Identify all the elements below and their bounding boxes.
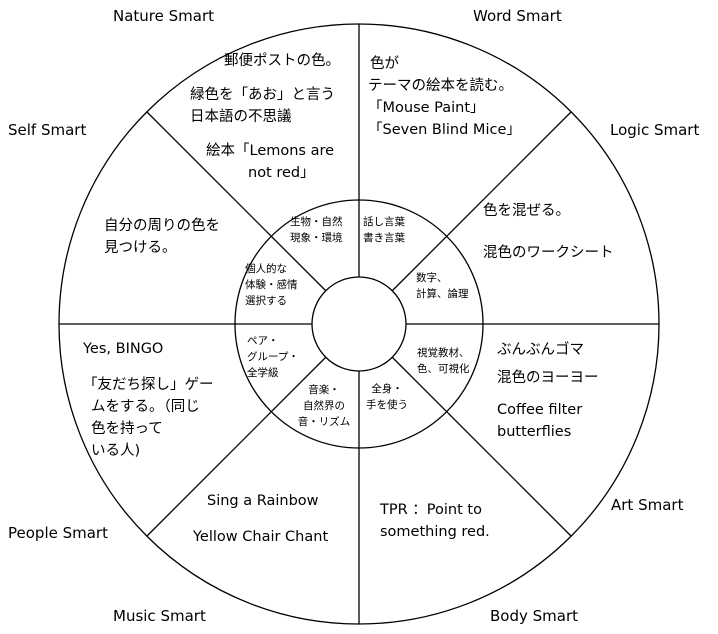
music-activity-line: Sing a Rainbow <box>207 493 319 509</box>
art-activities: ぶんぶんゴマ 混色のヨーヨー Coffee filter butterflies <box>497 339 599 443</box>
center-circle <box>311 276 407 372</box>
label-music-smart: Music Smart <box>113 607 206 625</box>
label-nature-smart: Nature Smart <box>113 7 215 25</box>
inner-people: ペア・ グループ・ 全学級 <box>247 333 299 381</box>
inner-people-line: 全学級 <box>247 367 279 379</box>
inner-nature-line: 生物・自然 <box>290 216 343 228</box>
people-activity-line: 「友だち探し」ゲー <box>83 377 214 393</box>
inner-music: 音楽・ 自然界の 音・リズム <box>297 382 351 430</box>
label-logic-smart: Logic Smart <box>610 121 700 139</box>
inner-self-line: 個人的な <box>245 263 287 275</box>
inner-nature: 生物・自然 現象・環境 <box>290 214 343 246</box>
inner-people-line: ペア・ <box>247 335 279 347</box>
inner-word: 話し言葉 書き言葉 <box>363 214 405 246</box>
inner-people-line: グループ・ <box>247 351 299 363</box>
art-activity-line: butterflies <box>497 424 572 440</box>
inner-body: 全身・ 手を使う <box>360 381 414 413</box>
body-activities: TPR ：Point to something red. <box>380 499 490 543</box>
label-art-smart: Art Smart <box>611 496 684 514</box>
inner-word-line: 話し言葉 <box>363 216 405 228</box>
body-activity-line: something red. <box>380 524 490 540</box>
divider-bottom-right <box>391 356 572 537</box>
inner-music-line: 音・リズム <box>297 416 351 428</box>
inner-logic: 数字、 計算、論理 <box>416 270 469 302</box>
inner-art-line: 色、可視化 <box>417 363 470 375</box>
nature-activity-line: not red」 <box>248 165 315 181</box>
label-word-smart: Word Smart <box>473 7 562 25</box>
inner-logic-line: 計算、論理 <box>416 288 469 300</box>
label-people-smart: People Smart <box>8 524 108 542</box>
nature-activities: 郵便ポストの色。 緑色を「あお」と言う 日本語の不思議 絵本「Lemons ar… <box>190 50 340 184</box>
inner-self-line: 体験・感情 <box>245 279 298 291</box>
body-activity-line: TPR ：Point to <box>380 502 482 518</box>
inner-nature-line: 現象・環境 <box>290 232 343 244</box>
self-activity-line: 自分の周りの色を <box>104 218 220 234</box>
art-activity-line: Coffee filter <box>497 402 583 418</box>
inner-art: 視覚教材、 色、可視化 <box>417 345 470 377</box>
people-activity-line: いる人) <box>91 443 141 459</box>
art-activity-line: ぶんぶんゴマ <box>497 342 584 358</box>
art-activity-line: 混色のヨーヨー <box>497 370 599 386</box>
inner-body-line: 全身・ <box>371 383 403 395</box>
inner-self-line: 選択する <box>245 295 287 307</box>
label-self-smart: Self Smart <box>8 121 87 139</box>
label-body-smart: Body Smart <box>490 607 579 625</box>
inner-self: 個人的な 体験・感情 選択する <box>245 261 298 309</box>
inner-art-line: 視覚教材、 <box>417 347 470 359</box>
nature-activity-line: 日本語の不思議 <box>190 109 292 125</box>
logic-activities: 色を混ぜる。 混色のワークシート <box>483 200 614 264</box>
nature-activity-line: 絵本「Lemons are <box>206 143 335 159</box>
music-activities: Sing a Rainbow Yellow Chair Chant <box>193 490 328 548</box>
divider-top-right <box>391 111 572 292</box>
self-activities: 自分の周りの色を 見つける。 <box>104 215 220 259</box>
logic-activity-line: 混色のワークシート <box>483 245 614 261</box>
people-activities: Yes, BINGO 「友だち探し」ゲー ムをする。（同じ 色を持って いる人) <box>83 338 214 462</box>
inner-music-line: 音楽・ <box>308 384 340 396</box>
word-activities: 色が テーマの絵本を読む。 「Mouse Paint」 「Seven Blind… <box>368 53 521 141</box>
divider-top-left <box>146 111 327 292</box>
nature-activity-line: 郵便ポストの色。 <box>224 53 340 69</box>
word-activity-line: 「Seven Blind Mice」 <box>368 122 521 138</box>
inner-logic-line: 数字、 <box>416 272 448 284</box>
self-activity-line: 見つける。 <box>104 240 177 256</box>
people-activity-line: Yes, BINGO <box>83 341 164 357</box>
nature-activity-line: 緑色を「あお」と言う <box>190 87 335 103</box>
word-activity-line: テーマの絵本を読む。 <box>368 78 513 94</box>
inner-word-line: 書き言葉 <box>363 232 405 244</box>
people-activity-line: 色を持って <box>91 421 163 437</box>
music-activity-line: Yellow Chair Chant <box>193 529 329 545</box>
inner-body-line: 手を使う <box>366 399 408 411</box>
people-activity-line: ムをする。（同じ <box>91 399 200 415</box>
word-activity-line: 「Mouse Paint」 <box>368 100 485 116</box>
divider-bottom-left <box>146 356 327 537</box>
logic-activity-line: 色を混ぜる。 <box>483 203 570 219</box>
inner-music-line: 自然界の <box>303 400 345 412</box>
word-activity-line: 色が <box>370 56 399 72</box>
